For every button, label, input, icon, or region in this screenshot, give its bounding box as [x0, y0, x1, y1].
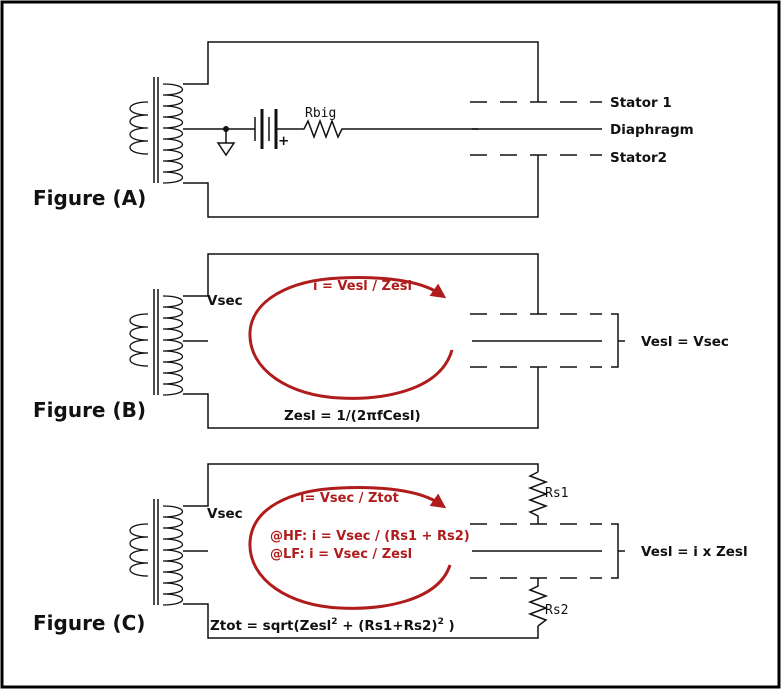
- wire-top-a: [183, 41, 539, 102]
- vsec-label-c: Vsec: [207, 506, 243, 522]
- lf-formula: @LF: i = Vsec / Zesl: [270, 547, 412, 562]
- figure-c-title: Figure (C): [33, 611, 145, 635]
- resistor-rs2: [527, 578, 549, 627]
- stator2-label: Stator2: [610, 150, 667, 166]
- hf-formula: @HF: i = Vsec / (Rs1 + Rs2): [270, 529, 470, 544]
- diaphragm-label: Diaphragm: [610, 122, 694, 138]
- ztot-formula: Ztot = sqrt(Zesl2 + (Rs1+Rs2)2 ): [210, 617, 455, 634]
- bracket-b: [611, 313, 625, 368]
- figure-b: Vesl = Vsec Vsec i = Vesl / Zesl Zesl = …: [33, 253, 729, 429]
- figure-a: + Rbig Stator 1 Diaphragm Stator2 Figure…: [33, 41, 694, 218]
- rs1-label: Rs1: [545, 486, 568, 501]
- bracket-c: [611, 523, 625, 579]
- resistor-rbig: [276, 118, 478, 140]
- current-formula-c: i= Vsec / Ztot: [300, 491, 399, 506]
- wire-bottom-a: [183, 155, 539, 218]
- battery-plus-label: +: [278, 133, 289, 149]
- current-loop-arrow-c: [248, 486, 452, 610]
- stator1-label: Stator 1: [610, 95, 672, 111]
- transformer-c: [129, 498, 184, 606]
- rs2-label: Rs2: [545, 603, 568, 618]
- current-loop-arrow-b: [248, 276, 454, 400]
- vesl-equals-vsec-label: Vesl = Vsec: [641, 334, 729, 350]
- zesl-formula: Zesl = 1/(2πfCesl): [284, 408, 421, 424]
- vsec-label-b: Vsec: [207, 293, 243, 309]
- figure-c: Rs1 Rs2 Vesl = i x Zesl Vsec i= Vsec / Z…: [33, 463, 748, 639]
- ground-symbol: [216, 129, 236, 157]
- wire-bottom-c: [183, 603, 539, 639]
- vesl-formula-c: Vesl = i x Zesl: [641, 544, 748, 560]
- current-formula-b: i = Vesl / Zesl: [313, 279, 412, 294]
- resistor-rs1: [527, 471, 549, 524]
- figure-b-title: Figure (B): [33, 398, 146, 422]
- transformer-a: [129, 76, 184, 184]
- transformer-b: [129, 288, 184, 396]
- figure-a-title: Figure (A): [33, 186, 146, 210]
- wire-bottom-b: [183, 367, 539, 429]
- wire-top-b: [183, 253, 539, 314]
- wire-top-c: [183, 463, 539, 507]
- resistor-rbig-label: Rbig: [305, 106, 336, 121]
